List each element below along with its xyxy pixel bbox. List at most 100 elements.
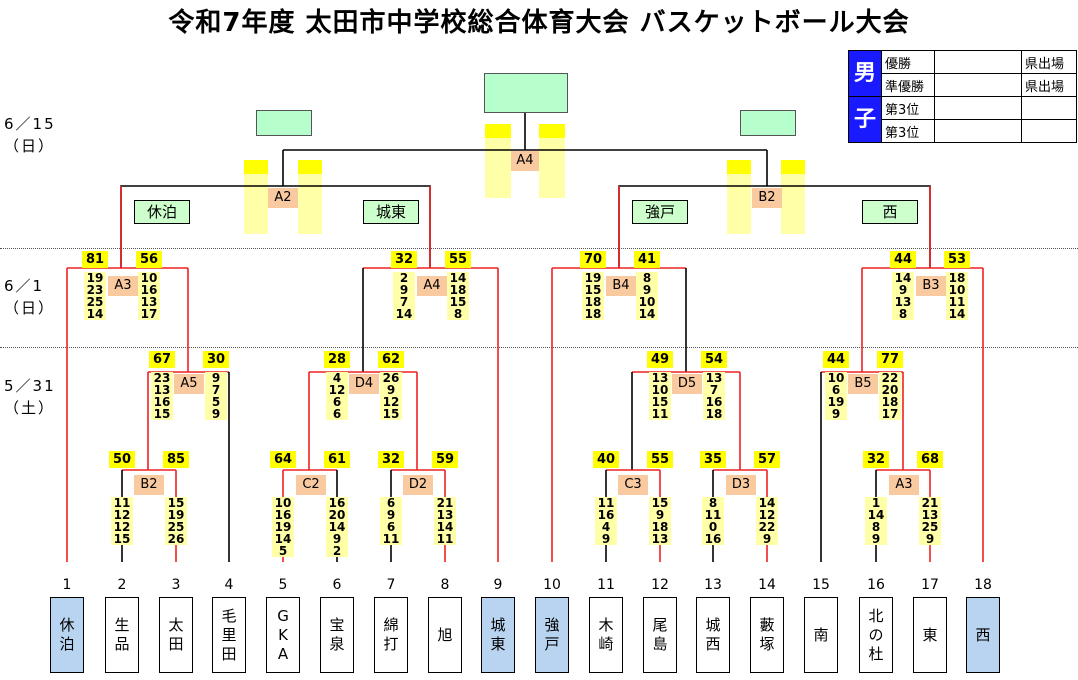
- seed-team-box: 西: [862, 200, 918, 224]
- match-label: B5: [848, 374, 878, 394]
- date-label-semis: 6／1 （日）: [4, 277, 56, 317]
- team-name-box: 生 品: [105, 597, 139, 673]
- quarter-scores: 2 9 7 14: [393, 272, 415, 320]
- score-box: 32: [391, 251, 417, 268]
- team-number: 12: [651, 577, 669, 593]
- quarter-scores: 10 6 19 9: [825, 372, 847, 420]
- team-number: 17: [921, 577, 939, 593]
- team-name-box: 西: [966, 597, 1000, 673]
- team-name-box: G K A: [266, 597, 300, 673]
- score-box: 85: [163, 451, 189, 468]
- quarter-scores: 19 15 18 18: [582, 272, 604, 320]
- results-table: 男 優勝 県出場 準優勝 県出場 子 第3位 第3位: [848, 50, 1077, 143]
- score-box: 44: [823, 351, 849, 368]
- team-number: 13: [704, 577, 722, 593]
- result-name: [934, 119, 1022, 143]
- quarter-scores: 21 13 25 9: [919, 497, 941, 545]
- score-box: 56: [136, 251, 162, 268]
- team-number: 8: [440, 577, 450, 593]
- score-box: 44: [890, 251, 916, 268]
- highlight-band: [244, 160, 268, 174]
- match-label: B2: [752, 188, 782, 208]
- score-box: 68: [917, 451, 943, 468]
- score-box: 35: [700, 451, 726, 468]
- match-label: D4: [349, 374, 379, 394]
- score-box: 67: [149, 351, 175, 368]
- match-label: A3: [108, 276, 138, 296]
- score-box: 40: [593, 451, 619, 468]
- seed-team-box: 城東: [363, 200, 419, 224]
- team-name-box: 城 西: [696, 597, 730, 673]
- quarter-scores: 13 10 15 11: [649, 372, 671, 420]
- quarter-scores: 8 11 0 16: [702, 497, 724, 545]
- match-label: D5: [672, 374, 702, 394]
- team-number: 14: [758, 577, 776, 593]
- team-number: 1: [62, 577, 72, 593]
- score-box: 55: [647, 451, 673, 468]
- result-label: 第3位: [881, 96, 935, 120]
- quarter-scores: 10 16 19 14 5: [272, 497, 294, 557]
- quarter-scores: 22 20 18 17: [879, 372, 901, 420]
- date-label-final: 6／15 （日）: [4, 115, 56, 155]
- team-name-box: 東: [913, 597, 947, 673]
- seed-team-box: 休泊: [134, 200, 190, 224]
- team-name-box: 綿 打: [374, 597, 408, 673]
- team-name-box: 休 泊: [50, 597, 84, 673]
- score-box: 77: [877, 351, 903, 368]
- quarter-scores: 8 9 10 14: [636, 272, 658, 320]
- finalist-box: [256, 110, 312, 136]
- champion-box: [484, 73, 568, 113]
- result-pref: 県出場: [1021, 50, 1077, 74]
- match-label: A3: [889, 475, 919, 495]
- score-box: 32: [863, 451, 889, 468]
- quarter-scores: 14 18 15 8: [447, 272, 469, 320]
- team-number: 18: [974, 577, 992, 593]
- team-number: 7: [386, 577, 396, 593]
- quarter-scores: 21 13 14 11: [434, 497, 456, 545]
- match-label: B2: [134, 475, 164, 495]
- result-label: 準優勝: [881, 73, 935, 97]
- team-number: 6: [332, 577, 342, 593]
- score-box: 53: [944, 251, 970, 268]
- quarter-scores: 11 12 12 15: [111, 497, 133, 545]
- match-label: C2: [296, 475, 326, 495]
- team-number: 11: [597, 577, 615, 593]
- match-label: B3: [916, 276, 946, 296]
- team-number: 15: [812, 577, 830, 593]
- finalist-box: [740, 110, 796, 136]
- result-pref: [1021, 119, 1077, 143]
- score-box: 30: [203, 351, 229, 368]
- score-box: 54: [701, 351, 727, 368]
- score-box: 59: [432, 451, 458, 468]
- score-box: 70: [580, 251, 606, 268]
- team-name-box: 尾 島: [643, 597, 677, 673]
- team-number: 4: [224, 577, 234, 593]
- team-number: 3: [171, 577, 181, 593]
- score-box: 32: [378, 451, 404, 468]
- score-box: 64: [270, 451, 296, 468]
- score-box: 57: [754, 451, 780, 468]
- team-number: 9: [493, 577, 503, 593]
- team-number: 16: [867, 577, 885, 593]
- quarter-scores: 19 23 25 14: [84, 272, 106, 320]
- match-label: D3: [726, 475, 756, 495]
- highlight-band: [485, 124, 511, 138]
- score-box: 50: [109, 451, 135, 468]
- quarter-scores: 18 10 11 14: [946, 272, 968, 320]
- quarter-scores: 23 13 16 15: [151, 372, 173, 420]
- quarter-scores: 14 12 22 9: [756, 497, 778, 545]
- team-name-box: 太 田: [159, 597, 193, 673]
- team-name-box: 毛 里 田: [212, 597, 246, 673]
- highlight-band: [727, 160, 751, 174]
- day-divider: [0, 347, 1078, 348]
- team-number: 5: [278, 577, 288, 593]
- quarter-scores: 15 9 18 13: [649, 497, 671, 545]
- match-label: A4: [511, 151, 539, 171]
- result-label: 優勝: [881, 50, 935, 74]
- seed-team-box: 強戸: [632, 200, 688, 224]
- score-box: 81: [82, 251, 108, 268]
- score-box: 61: [324, 451, 350, 468]
- match-label: C3: [618, 475, 648, 495]
- match-label: A5: [174, 374, 204, 394]
